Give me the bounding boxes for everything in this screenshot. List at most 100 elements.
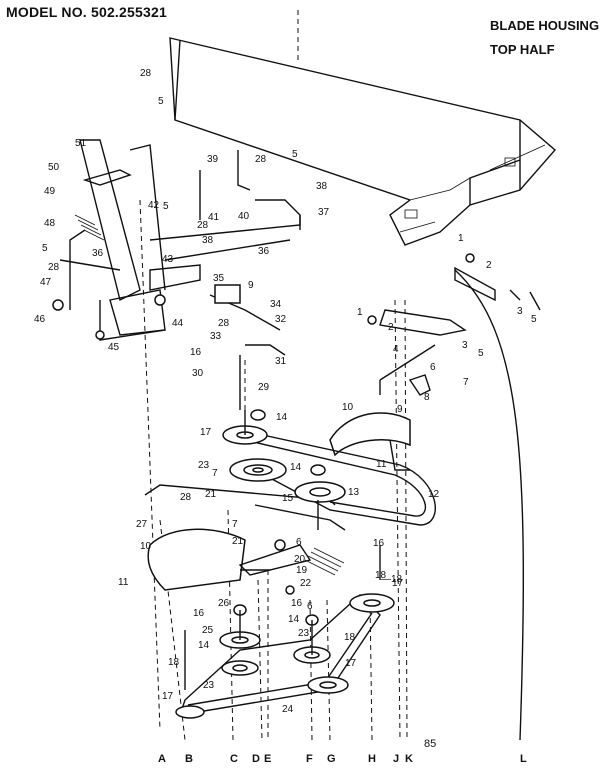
- reference-letter: L: [520, 753, 527, 765]
- svg-text:6: 6: [296, 537, 302, 548]
- reference-letter: F: [306, 753, 313, 765]
- svg-text:51: 51: [75, 138, 87, 149]
- svg-text:9: 9: [397, 404, 403, 415]
- svg-text:1: 1: [357, 307, 363, 318]
- svg-text:5: 5: [42, 243, 48, 254]
- svg-text:33: 33: [210, 331, 222, 342]
- svg-text:14: 14: [288, 614, 300, 625]
- reference-letter: C: [230, 753, 238, 765]
- svg-text:36: 36: [92, 248, 104, 259]
- svg-text:28: 28: [48, 262, 60, 273]
- svg-text:35: 35: [213, 273, 225, 284]
- svg-text:16: 16: [193, 608, 205, 619]
- svg-text:47: 47: [40, 277, 52, 288]
- svg-text:39: 39: [207, 154, 219, 165]
- svg-text:28: 28: [140, 68, 152, 79]
- svg-text:44: 44: [172, 318, 184, 329]
- svg-text:50: 50: [48, 162, 60, 173]
- svg-text:45: 45: [108, 342, 120, 353]
- model-number: MODEL NO. 502.255321: [6, 4, 167, 20]
- svg-text:28: 28: [255, 154, 267, 165]
- housing-beam: [169, 37, 556, 246]
- svg-text:41: 41: [208, 212, 220, 223]
- svg-text:17: 17: [392, 578, 404, 589]
- svg-text:11: 11: [376, 459, 387, 470]
- svg-text:22: 22: [300, 578, 312, 589]
- upper-belt: [239, 429, 436, 526]
- upper-pulleys: [222, 409, 346, 530]
- svg-text:38: 38: [316, 181, 328, 192]
- svg-text:8: 8: [424, 392, 430, 403]
- svg-text:14: 14: [198, 640, 210, 651]
- svg-text:24: 24: [282, 704, 294, 715]
- svg-text:17: 17: [200, 427, 212, 438]
- reference-letter: J: [393, 753, 399, 765]
- right-brackets: [367, 253, 541, 396]
- reference-letter: G: [327, 753, 336, 765]
- svg-text:3: 3: [517, 306, 523, 317]
- svg-text:23: 23: [298, 628, 310, 639]
- svg-text:29: 29: [258, 382, 270, 393]
- svg-text:6: 6: [307, 601, 313, 612]
- svg-text:26: 26: [218, 598, 230, 609]
- svg-text:9: 9: [248, 280, 254, 291]
- svg-text:4: 4: [393, 344, 399, 355]
- svg-text:40: 40: [238, 211, 250, 222]
- svg-text:7: 7: [463, 377, 469, 388]
- svg-text:31: 31: [275, 356, 287, 367]
- reference-letter: A: [158, 753, 166, 765]
- svg-text:2: 2: [486, 260, 492, 271]
- svg-text:32: 32: [275, 314, 287, 325]
- svg-text:5: 5: [478, 348, 484, 359]
- svg-text:36: 36: [258, 246, 270, 257]
- svg-text:11: 11: [118, 577, 129, 588]
- svg-text:15: 15: [282, 493, 294, 504]
- svg-text:—18: —18: [381, 574, 403, 585]
- reference-letter: D: [252, 753, 260, 765]
- svg-text:10: 10: [342, 402, 354, 413]
- svg-text:7: 7: [232, 519, 238, 530]
- lever-assembly: [52, 139, 301, 410]
- svg-text:18: 18: [344, 632, 356, 643]
- svg-text:5: 5: [531, 314, 537, 325]
- lower-belt: [175, 593, 395, 719]
- svg-text:38: 38: [202, 235, 214, 246]
- diagram-title-line1: BLADE HOUSING: [490, 18, 600, 33]
- svg-text:3: 3: [462, 340, 468, 351]
- svg-text:49: 49: [44, 186, 56, 197]
- svg-text:20: 20: [294, 554, 306, 565]
- svg-text:1: 1: [458, 233, 464, 244]
- svg-text:23: 23: [198, 460, 210, 471]
- svg-text:19: 19: [296, 565, 308, 576]
- svg-text:28: 28: [180, 492, 192, 503]
- svg-text:7: 7: [212, 468, 218, 479]
- page-number: 85: [424, 738, 437, 750]
- reference-letter: K: [405, 753, 413, 765]
- svg-text:28: 28: [197, 220, 209, 231]
- svg-text:21: 21: [205, 489, 217, 500]
- svg-text:46: 46: [34, 314, 46, 325]
- svg-text:48: 48: [44, 218, 56, 229]
- belt-guards: [147, 412, 411, 591]
- svg-text:21: 21: [232, 536, 244, 547]
- svg-text:16: 16: [291, 598, 303, 609]
- idler-arm: [238, 504, 381, 595]
- svg-text:25: 25: [202, 625, 214, 636]
- diagram-title-line2: TOP HALF: [490, 42, 555, 57]
- svg-text:43: 43: [162, 254, 174, 265]
- svg-text:5: 5: [158, 96, 164, 107]
- svg-text:34: 34: [270, 299, 282, 310]
- svg-text:18: 18: [168, 657, 180, 668]
- svg-text:14: 14: [290, 462, 302, 473]
- svg-text:6: 6: [430, 362, 436, 373]
- svg-text:30: 30: [192, 368, 204, 379]
- svg-text:5: 5: [163, 201, 169, 212]
- svg-text:10: 10: [140, 541, 152, 552]
- svg-text:37: 37: [318, 207, 330, 218]
- svg-text:23: 23: [203, 680, 215, 691]
- svg-text:28: 28: [218, 318, 230, 329]
